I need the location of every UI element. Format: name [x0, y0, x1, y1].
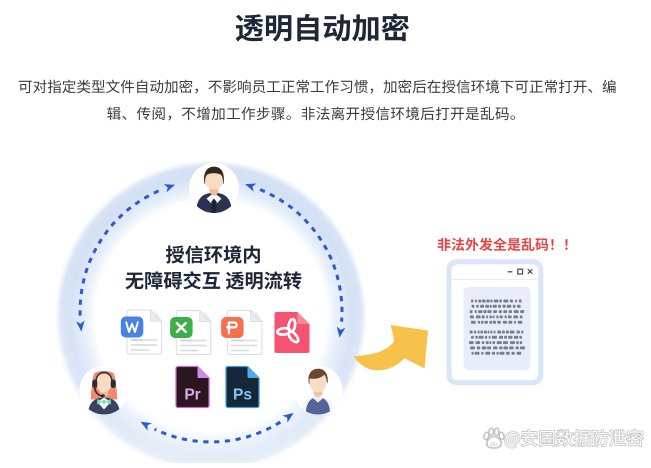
svg-text:Ps: Ps [233, 387, 252, 404]
svg-text:du: du [490, 441, 498, 448]
svg-text:Pr: Pr [184, 387, 200, 404]
